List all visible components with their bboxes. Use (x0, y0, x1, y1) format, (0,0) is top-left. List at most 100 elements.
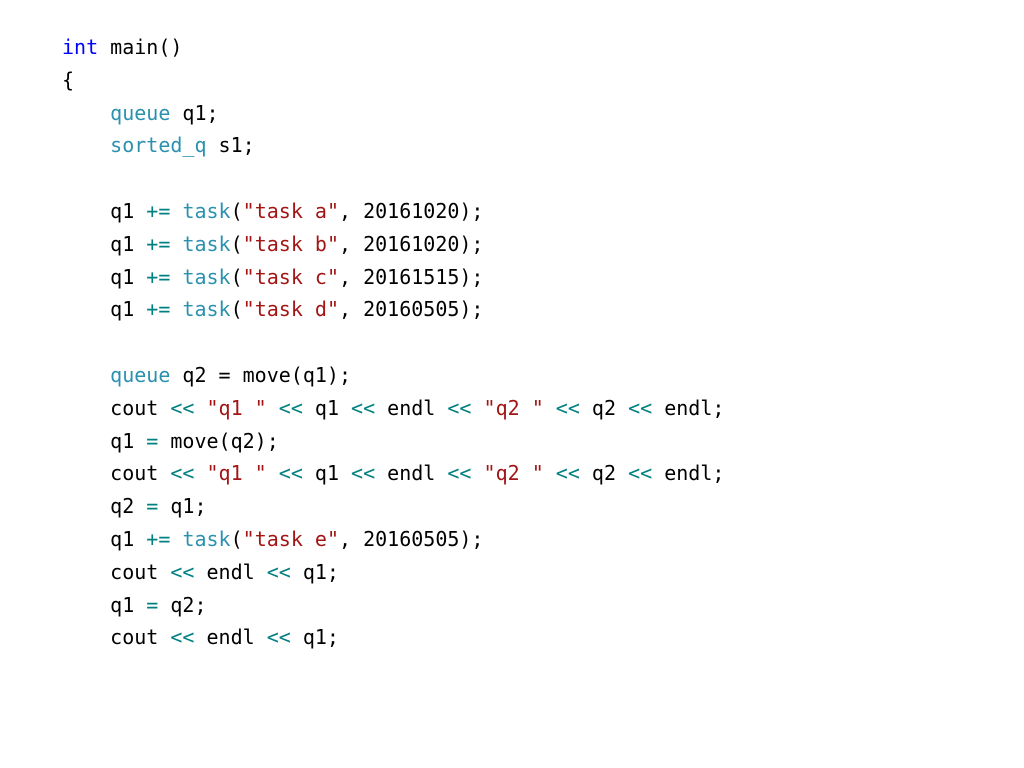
string-token: "q2 " (483, 395, 544, 420)
string-token: "task e" (242, 526, 339, 551)
code-line: cout << endl << q1; (62, 621, 724, 654)
plain-token (62, 133, 110, 157)
plain-token (544, 396, 556, 420)
operator-token: += (146, 297, 171, 322)
plain-token: main() (98, 35, 183, 59)
plain-token: ( (230, 297, 243, 322)
code-line (62, 162, 724, 195)
plain-token: q1; (290, 559, 339, 584)
operator-token: += (146, 198, 171, 223)
code-line: q1 += task("task c", 20161515); (62, 261, 724, 294)
operator-token: = (146, 494, 159, 519)
operator-token: << (628, 395, 653, 420)
type-token: sorted_q (110, 133, 207, 158)
operator-token: = (146, 592, 159, 617)
plain-token: ( (230, 264, 243, 289)
plain-token (471, 461, 483, 485)
plain-token: endl; (652, 461, 725, 486)
operator-token: << (447, 395, 472, 420)
plain-token: q1; (170, 100, 219, 125)
plain-token: ( (230, 198, 243, 223)
plain-token: q1 (62, 264, 147, 289)
plain-token: move(q2); (158, 428, 279, 453)
plain-token: , 20161515); (338, 264, 484, 289)
plain-token: q2 (579, 395, 629, 420)
type-token: queue (110, 100, 171, 125)
plain-token: q1 (62, 592, 147, 617)
plain-token: cout (62, 559, 171, 584)
plain-token: s1; (206, 133, 255, 158)
operator-token: << (447, 461, 472, 486)
code-line (62, 326, 724, 359)
operator-token: << (628, 461, 653, 486)
code-line: queue q2 = move(q1); (62, 359, 724, 392)
plain-token: q2; (158, 592, 207, 617)
type-token: task (182, 526, 231, 551)
plain-token (62, 101, 110, 125)
plain-token: q2 (579, 461, 629, 486)
operator-token: << (170, 461, 195, 486)
plain-token: q2 (62, 494, 147, 519)
plain-token (471, 396, 483, 420)
plain-token (170, 297, 182, 321)
operator-token: << (170, 395, 195, 420)
code-line: cout << "q1 " << q1 << endl << "q2 " << … (62, 457, 724, 490)
code-line: q1 += task("task a", 20161020); (62, 195, 724, 228)
plain-token (267, 396, 279, 420)
type-token: task (182, 297, 231, 322)
code-line: cout << "q1 " << q1 << endl << "q2 " << … (62, 392, 724, 425)
code-line: q2 = q1; (62, 490, 724, 523)
plain-token: , 20160505); (338, 297, 484, 322)
plain-token: , 20160505); (338, 526, 484, 551)
plain-token (194, 461, 206, 485)
operator-token: << (278, 461, 303, 486)
plain-token: q1 (62, 198, 147, 223)
type-token: task (182, 198, 231, 223)
operator-token: << (351, 395, 376, 420)
plain-token: endl (375, 395, 448, 420)
operator-token: << (555, 395, 580, 420)
code-line: q1 += task("task d", 20160505); (62, 293, 724, 326)
code-line: int main() (62, 31, 724, 64)
code-line: q1 = q2; (62, 589, 724, 622)
operator-token: += (146, 231, 171, 256)
plain-token (170, 199, 182, 223)
plain-token: endl (375, 461, 448, 486)
plain-token (194, 396, 206, 420)
plain-token: q1 (62, 526, 147, 551)
plain-token: q1; (290, 625, 339, 650)
operator-token: << (351, 461, 376, 486)
string-token: "task a" (242, 198, 339, 223)
plain-token (170, 265, 182, 289)
operator-token: << (555, 461, 580, 486)
plain-token (62, 363, 110, 387)
plain-token: endl (194, 559, 267, 584)
code-line: q1 += task("task e", 20160505); (62, 523, 724, 556)
plain-token: q1 (302, 395, 352, 420)
plain-token: cout (62, 461, 171, 486)
plain-token: q1 (62, 231, 147, 256)
plain-token: q1 (62, 428, 147, 453)
code-line: sorted_q s1; (62, 129, 724, 162)
operator-token: << (170, 559, 195, 584)
type-token: task (182, 264, 231, 289)
operator-token: << (266, 559, 291, 584)
operator-token: += (146, 264, 171, 289)
code-line: queue q1; (62, 97, 724, 130)
plain-token: ( (230, 526, 243, 551)
string-token: "task c" (242, 264, 339, 289)
plain-token: cout (62, 395, 171, 420)
plain-token (544, 461, 556, 485)
plain-token (267, 461, 279, 485)
plain-token: endl; (652, 395, 725, 420)
code-line: { (62, 64, 724, 97)
plain-token: q1; (158, 494, 207, 519)
code-line: cout << endl << q1; (62, 556, 724, 589)
operator-token: += (146, 526, 171, 551)
plain-token (170, 527, 182, 551)
code-line: q1 = move(q2); (62, 425, 724, 458)
string-token: "task b" (242, 231, 339, 256)
string-token: "q1 " (206, 395, 267, 420)
plain-token: q2 = move(q1); (170, 362, 352, 387)
operator-token: << (278, 395, 303, 420)
